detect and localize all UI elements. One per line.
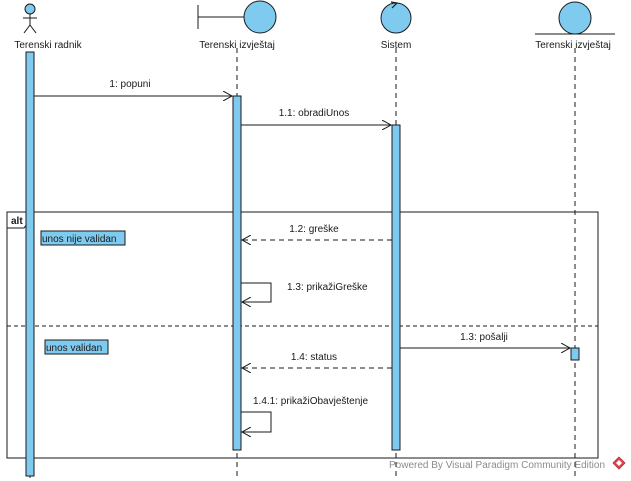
participant-entity-label: Terenski izvještaj (535, 40, 611, 51)
message-label-1-3b: 1.3: pošalji (460, 332, 508, 343)
participant-boundary-label: Terenski izvještaj (199, 40, 275, 51)
message-label-1-3: 1.3: prikažiGreške (287, 282, 368, 293)
alt-operator-label: alt (11, 216, 23, 227)
activation-boundary (232, 95, 242, 451)
guard-1-label: unos nije validan (42, 234, 117, 245)
activation-control (391, 124, 401, 451)
message-label-1: 1: popuni (109, 79, 150, 90)
boundary-icon (197, 0, 277, 34)
message-label-1-1: 1.1: obradiUnos (279, 108, 350, 119)
message-arrow-1-4-1 (241, 411, 272, 432)
guard-1-box (40, 230, 126, 246)
guard-2-box (44, 339, 109, 355)
activation-entity (570, 347, 580, 361)
message-arrow-1-3 (241, 282, 272, 302)
control-icon (380, 1, 412, 34)
participant-control-label: Sistem (381, 40, 412, 51)
alt-fragment (6, 211, 599, 459)
guard-2-label: unos validan (46, 343, 102, 354)
message-label-1-4-1: 1.4.1: prikažiObavještenje (253, 396, 369, 407)
activation-actor (25, 51, 35, 477)
participant-actor-label: Terenski radnik (14, 40, 82, 51)
entity-icon (535, 1, 615, 35)
message-label-1-4: 1.4: status (291, 352, 337, 363)
watermark-text: Powered By Visual Paradigm Community Edi… (389, 460, 605, 471)
message-label-1-2: 1.2: greške (289, 224, 339, 235)
visual-paradigm-logo-icon (612, 456, 626, 470)
actor-icon (23, 3, 37, 34)
